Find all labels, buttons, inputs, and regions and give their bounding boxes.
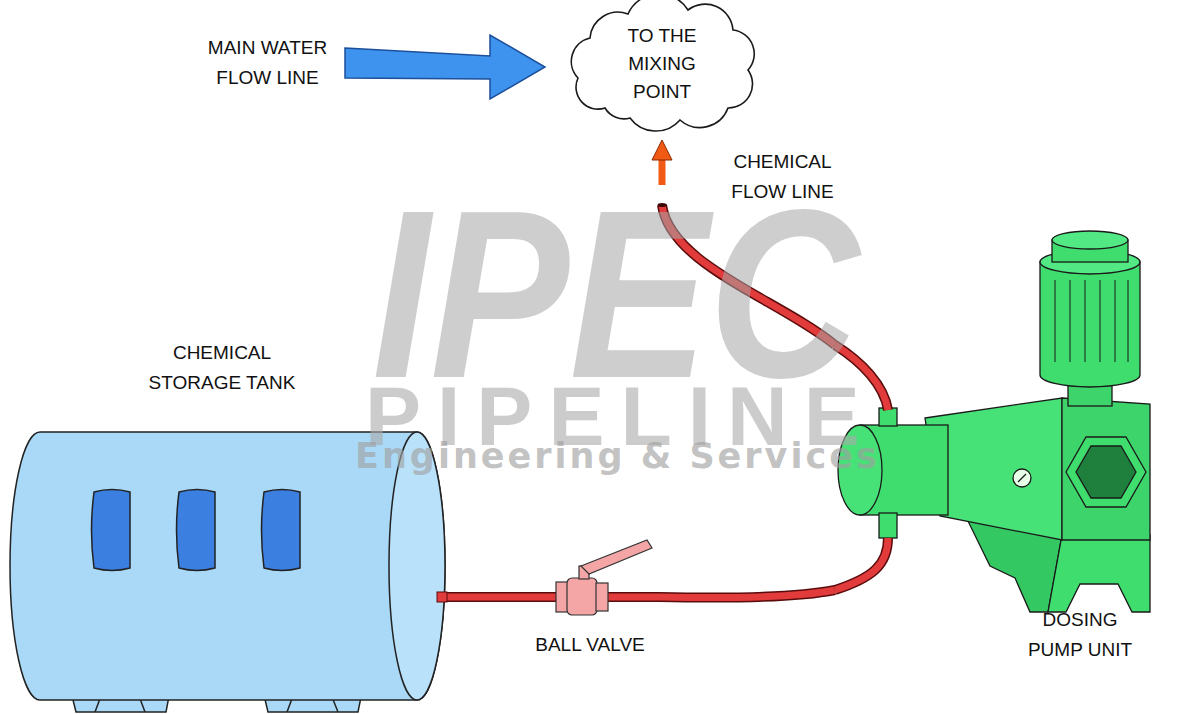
pipe-outline — [445, 592, 520, 602]
pipe-outline — [660, 590, 835, 598]
tank-window — [262, 490, 301, 571]
tank-outlet — [437, 592, 447, 602]
valve-nut — [596, 583, 608, 611]
pipe-connector — [660, 590, 835, 598]
watermark-subtitle: Engineering & Services — [355, 436, 880, 476]
motor-fins — [1055, 280, 1128, 362]
gearbox-front — [1062, 398, 1150, 540]
node-label-box: BALL VALVE — [520, 633, 660, 657]
tank-window — [177, 490, 216, 571]
dosing-pump-node: DOSING PUMP UNIT — [835, 232, 1150, 612]
arrow-head — [652, 140, 672, 160]
pump-drawing — [835, 231, 1150, 612]
edge-label: CHEMICAL FLOW LINE — [720, 147, 845, 207]
node-label: BALL VALVE — [520, 633, 660, 657]
valve-nut — [556, 582, 568, 612]
node-label: DOSING PUMP UNIT — [1021, 605, 1139, 665]
hex-window — [1076, 446, 1136, 498]
cloud-shape — [571, 0, 754, 131]
valve-drawing — [520, 540, 660, 615]
watermark-subtitle-box: Engineering & Services — [355, 436, 880, 476]
flow-line-label-box: MAIN WATER FLOW LINE — [200, 33, 335, 93]
gauge — [1013, 469, 1031, 487]
outlet-stub — [879, 408, 897, 426]
cloud-node: TO THE MIXING POINT — [570, 2, 755, 140]
motor-cap-top — [1052, 231, 1128, 249]
water-flow-arrow — [345, 35, 545, 99]
node-label: TO THE MIXING POINT — [617, 22, 707, 106]
valve-body — [567, 578, 597, 615]
node-label-box: DOSING PUMP UNIT — [1021, 605, 1139, 665]
pipe — [660, 590, 835, 598]
hex-cover — [1066, 437, 1146, 507]
pipe-connector — [445, 597, 520, 598]
pipe-outline — [835, 538, 888, 590]
tank-window — [92, 490, 131, 571]
pump-base — [1048, 535, 1150, 612]
node-label: CHEMICAL STORAGE TANK — [137, 338, 307, 398]
node-label-box: TO THE MIXING POINT — [617, 22, 707, 106]
gauge-needle — [1018, 474, 1026, 482]
ball-valve-node: BALL VALVE — [520, 540, 660, 662]
pipe — [835, 538, 888, 590]
pipe — [445, 594, 520, 601]
node-label-box: CHEMICAL STORAGE TANK — [137, 338, 307, 398]
edge-label-box: CHEMICAL FLOW LINE — [720, 147, 845, 207]
inlet-stub — [879, 513, 897, 538]
valve-lever — [581, 540, 652, 574]
motor-body — [1040, 262, 1140, 387]
flow-line-label: MAIN WATER FLOW LINE — [200, 33, 335, 93]
